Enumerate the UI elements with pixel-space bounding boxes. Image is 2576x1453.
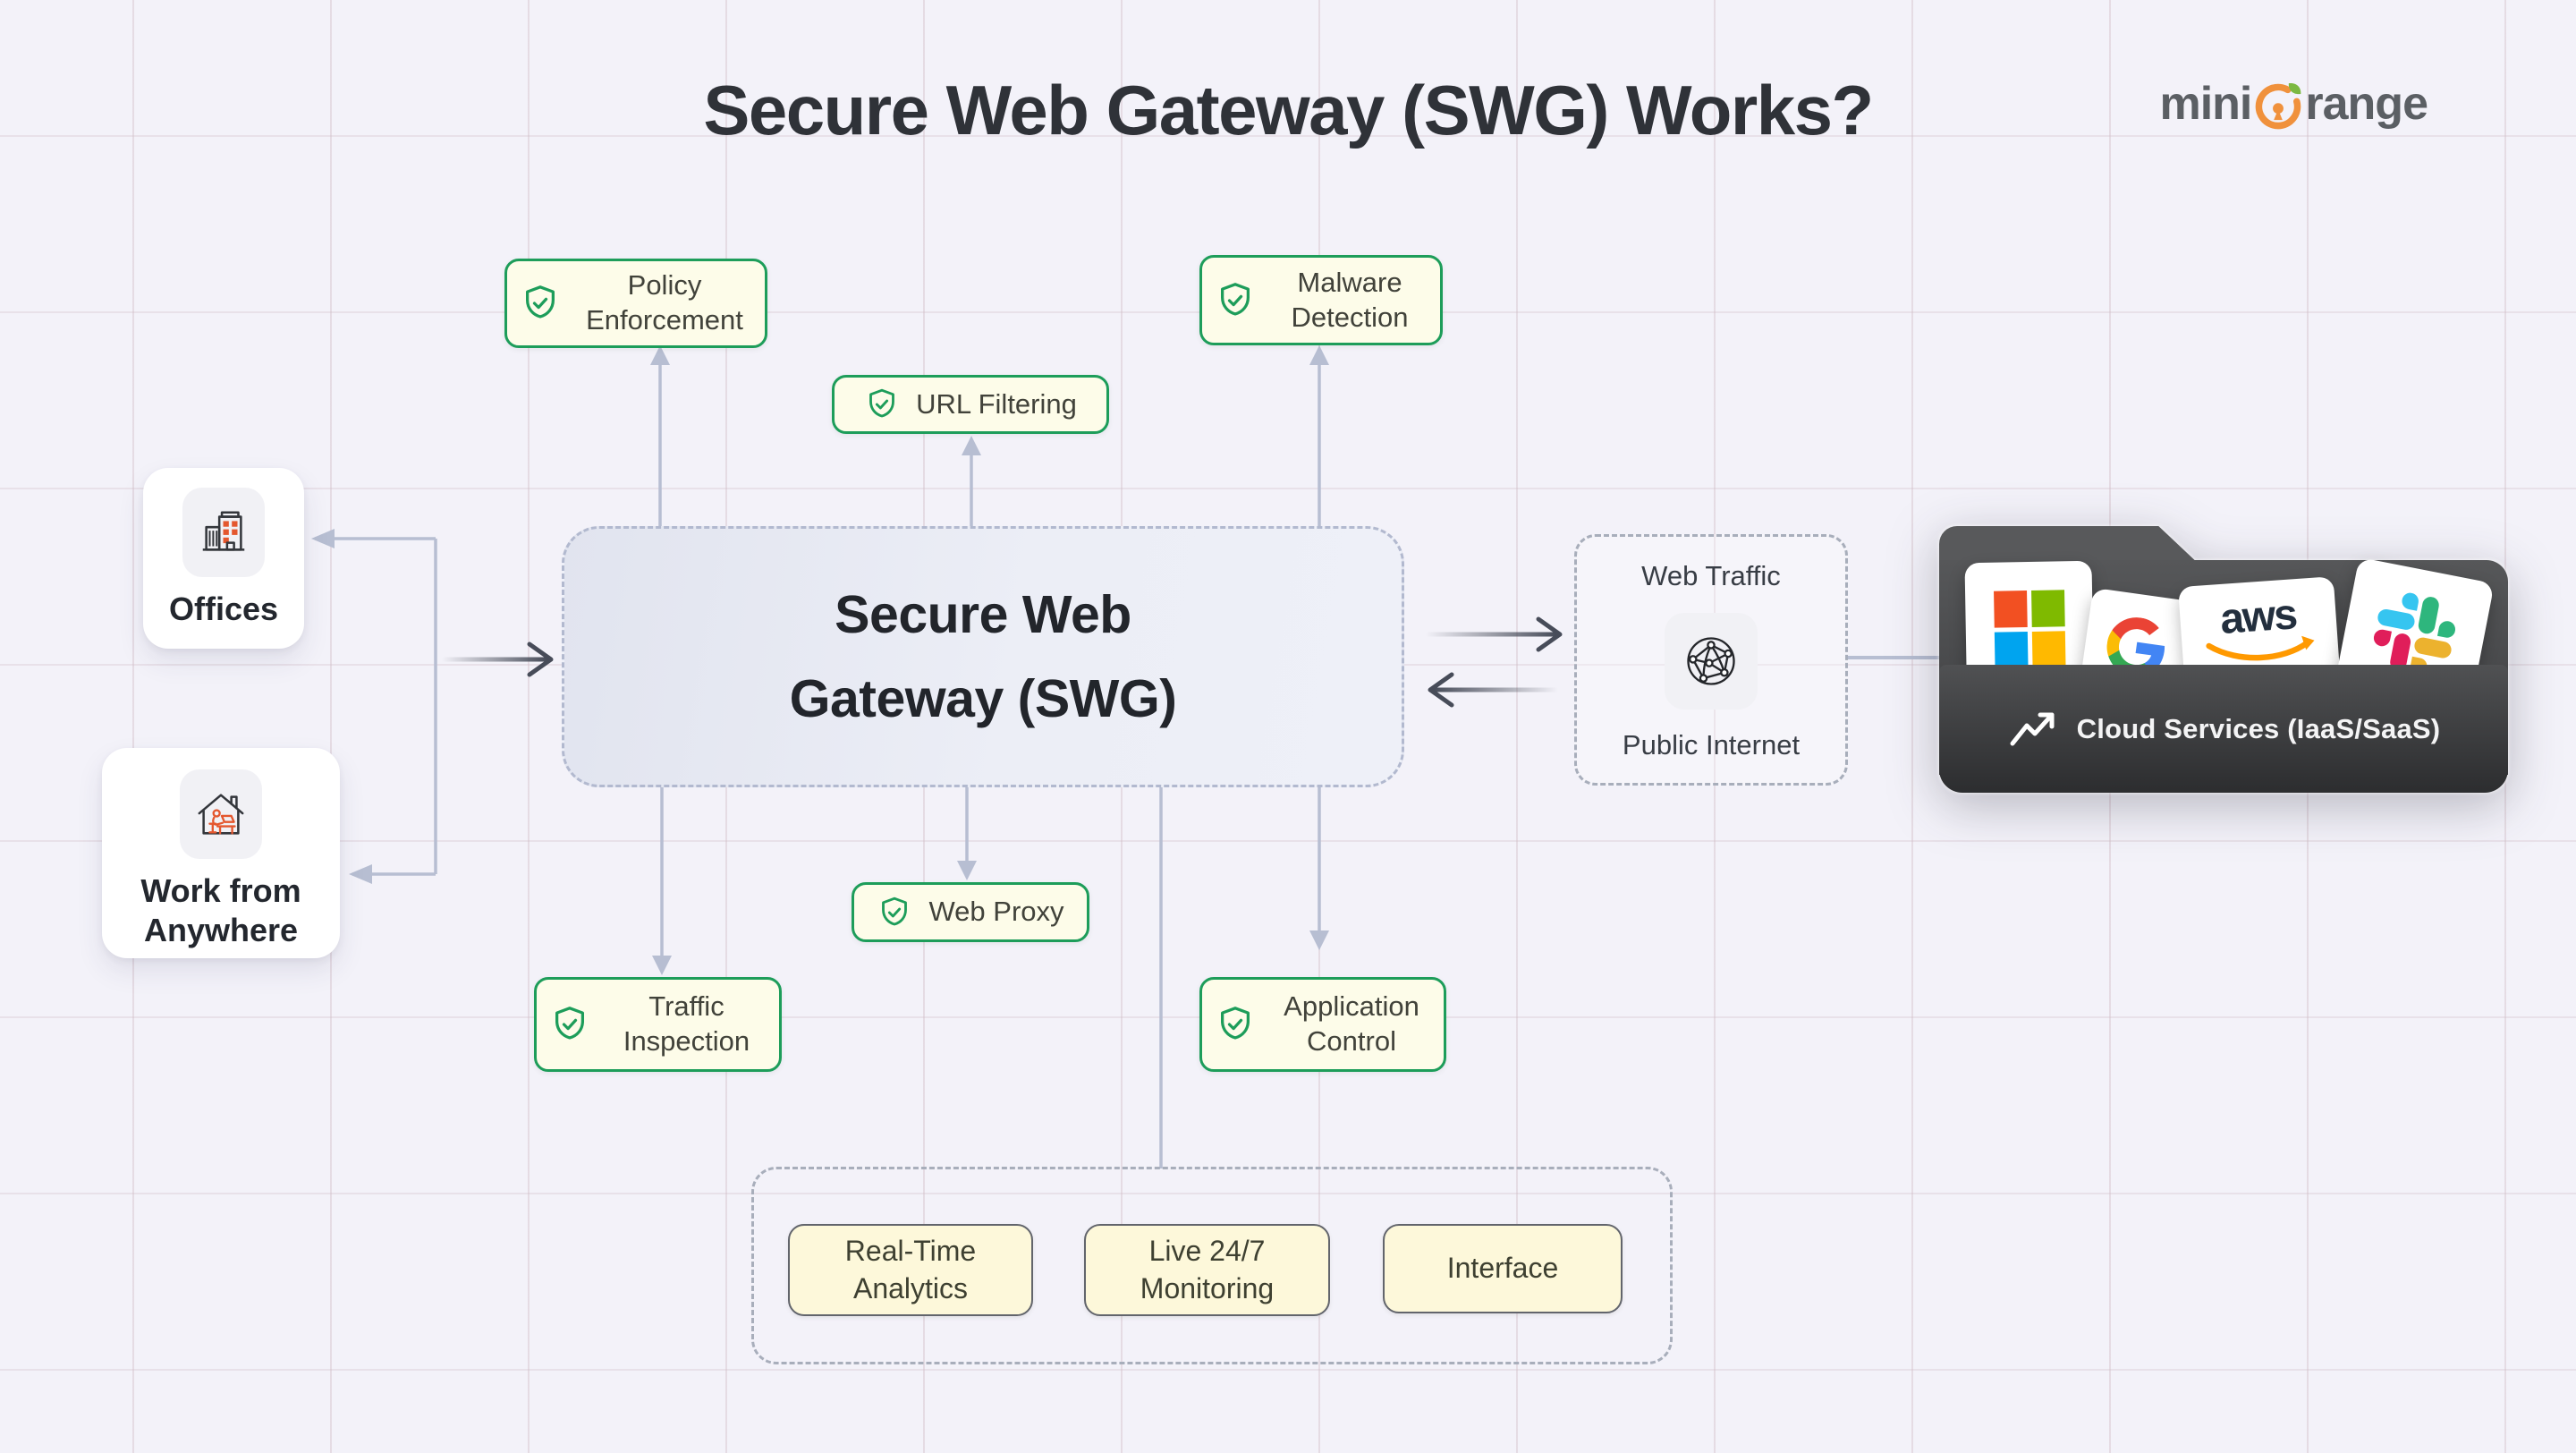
junction-sources	[311, 529, 437, 884]
ops-label: Real-Time Analytics	[844, 1234, 977, 1304]
ops-item-real-time-analytics: Real-Time Analytics	[788, 1224, 1033, 1316]
arrow-up-url-filtering	[962, 436, 981, 526]
operations-panel: Real-Time Analytics Live 24/7 Monitoring…	[751, 1167, 1673, 1364]
badge-web-proxy: Web Proxy	[852, 882, 1089, 942]
shield-check-icon	[869, 388, 895, 418]
arrow-internet-to-gateway	[1428, 672, 1561, 708]
public-internet-label: Public Internet	[1622, 729, 1801, 760]
aws-card: aws	[2177, 576, 2343, 721]
folder-flap: Cloud Services (IaaS/SaaS)	[1939, 665, 2508, 793]
folder-tab	[1939, 526, 2200, 565]
lock-ring-icon	[2256, 83, 2301, 130]
badge-traffic-inspection: Traffic Inspection	[534, 977, 782, 1072]
shield-check-icon	[1220, 1007, 1250, 1040]
microsoft-logo-icon	[1993, 590, 2066, 669]
badge-policy-enforcement: Policy Enforcement	[504, 259, 767, 348]
shield-check-icon	[555, 1007, 585, 1040]
arrow-up-policy	[650, 345, 670, 526]
ops-item-interface: Interface	[1383, 1224, 1623, 1313]
arrow-sources-to-gateway	[439, 642, 554, 677]
source-card-offices: Offices	[143, 468, 304, 649]
shield-check-icon	[1220, 282, 1250, 316]
arrow-down-web-proxy	[957, 787, 977, 880]
arrow-up-malware	[1309, 345, 1329, 526]
badge-label: Application Control	[1284, 990, 1419, 1057]
gateway-title-line2: Gateway (SWG)	[789, 669, 1177, 728]
arrow-down-traffic-inspection	[652, 787, 672, 975]
globe-network-icon	[1665, 612, 1758, 710]
badge-application-control: Application Control	[1199, 977, 1446, 1072]
brand-prefix: mini	[2159, 78, 2252, 130]
cloud-services-folder: aws Cloud Services (IaaS/SaaS)	[1939, 526, 2508, 794]
web-traffic-label: Web Traffic	[1641, 560, 1781, 591]
ops-item-live-monitoring: Live 24/7 Monitoring	[1084, 1224, 1330, 1316]
badge-url-filtering: URL Filtering	[832, 375, 1109, 434]
ops-label: Live 24/7 Monitoring	[1140, 1234, 1275, 1304]
aws-logo-icon: aws	[2199, 591, 2319, 670]
source-label: Work from Anywhere	[140, 872, 301, 948]
office-building-icon	[182, 488, 265, 577]
badge-label: Traffic Inspection	[623, 990, 750, 1057]
badge-label: Web Proxy	[928, 896, 1064, 928]
shield-check-icon	[882, 896, 908, 925]
source-label: Offices	[168, 591, 279, 627]
aws-wordmark: aws	[2218, 591, 2298, 643]
trending-up-icon	[2010, 712, 2055, 745]
shield-check-icon	[525, 285, 555, 319]
badge-label: URL Filtering	[916, 387, 1077, 420]
badge-label: Policy Enforcement	[586, 269, 743, 336]
leaf-icon	[2289, 83, 2301, 95]
web-traffic-box: Web Traffic Public Internet	[1574, 534, 1848, 786]
work-from-home-icon	[180, 769, 262, 859]
brand-logo: mini range	[2159, 77, 2428, 131]
arrow-down-app-control	[1309, 787, 1329, 950]
arrow-gateway-to-internet	[1423, 616, 1563, 652]
cloud-services-label: Cloud Services (IaaS/SaaS)	[2076, 712, 2441, 744]
source-card-work-from-anywhere: Work from Anywhere	[102, 748, 340, 958]
badge-malware-detection: Malware Detection	[1199, 255, 1443, 345]
secure-web-gateway-box: Secure Web Gateway (SWG)	[562, 526, 1404, 787]
gateway-title-line1: Secure Web	[835, 584, 1131, 644]
brand-suffix: range	[2305, 78, 2428, 130]
ops-label: Interface	[1446, 1252, 1559, 1285]
page-title: Secure Web Gateway (SWG) Works?	[703, 71, 1874, 149]
badge-label: Malware Detection	[1291, 266, 1409, 333]
